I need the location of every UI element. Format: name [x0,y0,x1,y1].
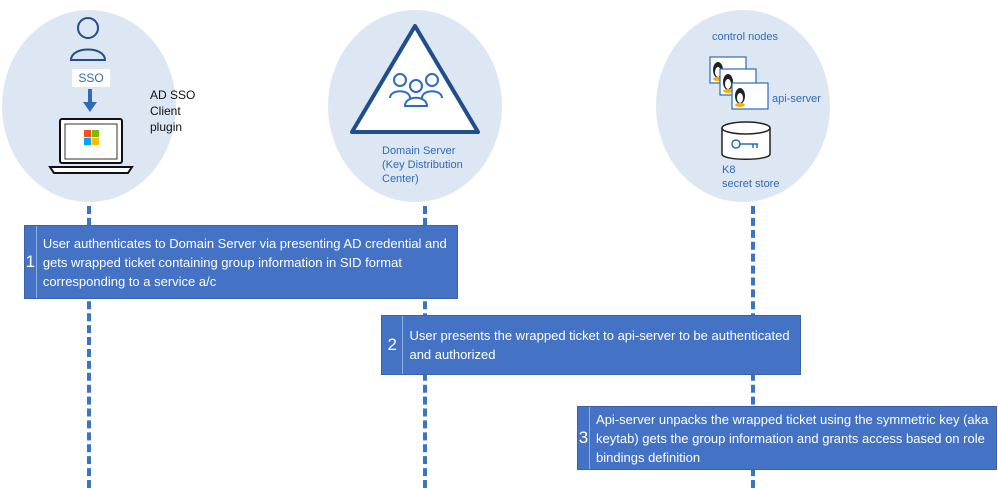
client-lifeline [87,206,91,488]
domain-server-label: Domain Server (Key Distribution Center) [382,145,463,185]
linux-node-icon [709,56,769,110]
step-2-text: User presents the wrapped ticket to api-… [409,328,790,362]
sso-label: SSO [78,71,104,85]
database-key-icon [721,121,771,160]
user-icon [69,17,107,61]
triangle-icon [350,24,480,134]
secret-store-label: K8 secret store [722,164,780,190]
step-1: 1 User authenticates to Domain Server vi… [24,225,458,299]
step-3-number: 3 [578,407,591,469]
control-nodes-label: control nodes [712,31,779,43]
arrow-down-icon [83,89,97,112]
step-3-text: Api-server unpacks the wrapped ticket us… [596,411,989,465]
api-server-label: api-server [772,93,821,105]
sso-label-box: SSO [72,69,110,87]
step-2-number: 2 [382,316,404,374]
laptop-icon [48,118,134,174]
plugin-label: AD SSO Client plugin [150,88,196,134]
windows-logo-icon [84,130,99,145]
group-icon [389,73,443,107]
step-2: 2 User presents the wrapped ticket to ap… [381,315,801,375]
step-3: 3 Api-server unpacks the wrapped ticket … [577,406,997,470]
step-1-text: User authenticates to Domain Server via … [42,235,447,289]
step-1-number: 1 [25,226,37,298]
